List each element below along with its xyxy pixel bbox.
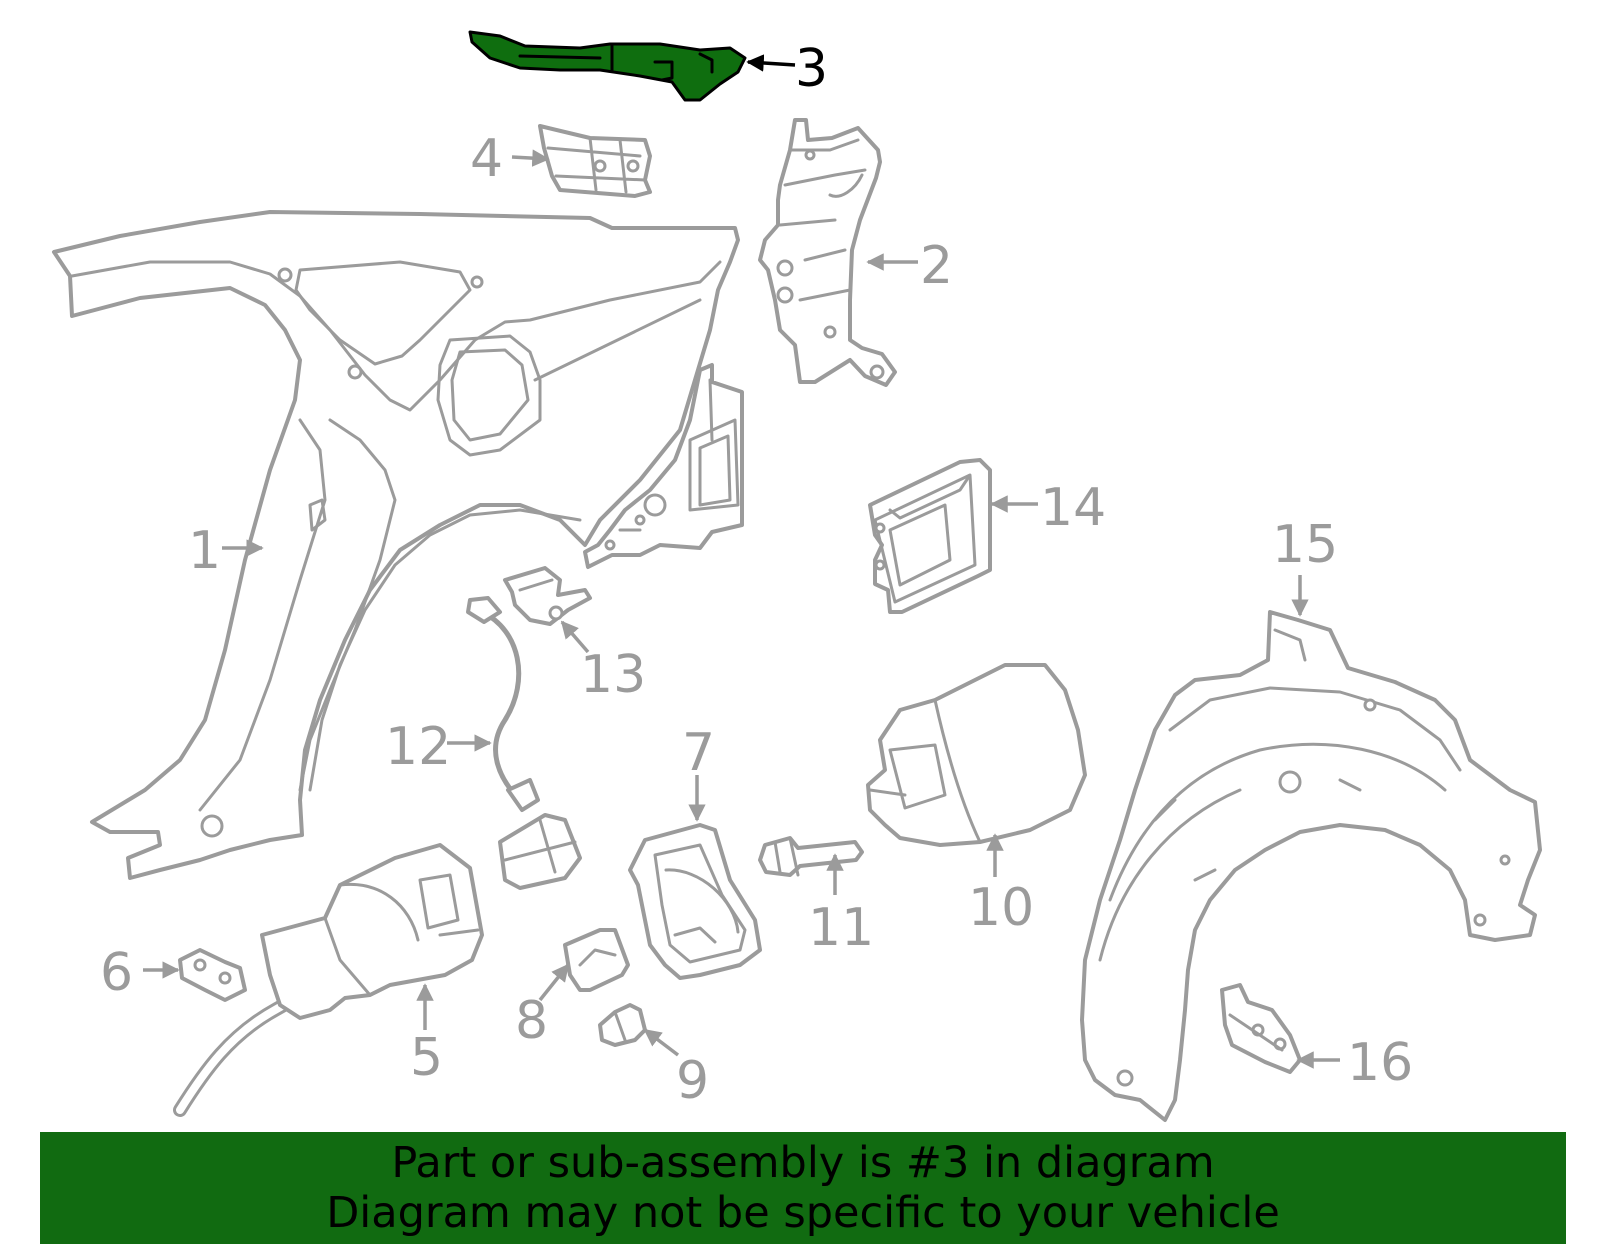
- callout-6: 6: [100, 943, 133, 1003]
- part-3-highlighted[interactable]: [468, 30, 747, 102]
- callout-arrows: [143, 54, 1340, 1069]
- callout-15: 15: [1272, 515, 1338, 575]
- part-1-quarter-panel[interactable]: [52, 210, 740, 880]
- part-1-inner-panel: [583, 363, 744, 569]
- arrow-8: [538, 963, 570, 1002]
- part-12-wire-harness[interactable]: [466, 596, 582, 890]
- arrow-4: [511, 149, 550, 167]
- part-2-pillar-bracket[interactable]: [758, 118, 897, 387]
- callout-10: 10: [968, 878, 1034, 938]
- part-8-block[interactable]: [563, 928, 630, 992]
- part-9-clip[interactable]: [598, 1003, 647, 1047]
- info-banner: Part or sub-assembly is #3 in diagram Di…: [40, 1132, 1566, 1244]
- banner-line-1: Part or sub-assembly is #3 in diagram: [391, 1138, 1215, 1188]
- arrow-3: [746, 54, 796, 72]
- callout-2: 2: [920, 236, 953, 296]
- callout-3: 3: [795, 39, 828, 99]
- part-13-bracket[interactable]: [503, 566, 592, 626]
- callout-12: 12: [385, 717, 451, 777]
- callout-4: 4: [470, 129, 503, 189]
- arrow-13: [560, 620, 590, 654]
- part-14-bracket-box[interactable]: [868, 458, 992, 614]
- callout-1: 1: [188, 521, 221, 581]
- part-11-pin[interactable]: [758, 836, 864, 877]
- part-6-bracket[interactable]: [178, 948, 247, 1002]
- part-7-housing[interactable]: [628, 823, 762, 980]
- part-4[interactable]: [538, 124, 652, 198]
- callout-5: 5: [410, 1028, 443, 1088]
- callout-14: 14: [1040, 478, 1106, 538]
- callout-16: 16: [1347, 1033, 1413, 1093]
- part-16-bracket[interactable]: [1220, 983, 1302, 1074]
- callout-labels: 3 4 2 1 14 15 13 12 7 10 11 6 5 8 9 16: [100, 39, 1413, 1111]
- callout-9: 9: [676, 1051, 709, 1111]
- callout-8: 8: [515, 991, 548, 1051]
- callout-11: 11: [808, 898, 874, 958]
- part-5-filler-housing[interactable]: [173, 843, 484, 1117]
- callout-7: 7: [682, 723, 715, 783]
- banner-line-2: Diagram may not be specific to your vehi…: [326, 1188, 1280, 1238]
- part-15-wheel-liner[interactable]: [1080, 610, 1542, 1122]
- part-10-fuel-door[interactable]: [866, 663, 1087, 847]
- callout-13: 13: [580, 645, 646, 705]
- arrow-9: [643, 1028, 680, 1057]
